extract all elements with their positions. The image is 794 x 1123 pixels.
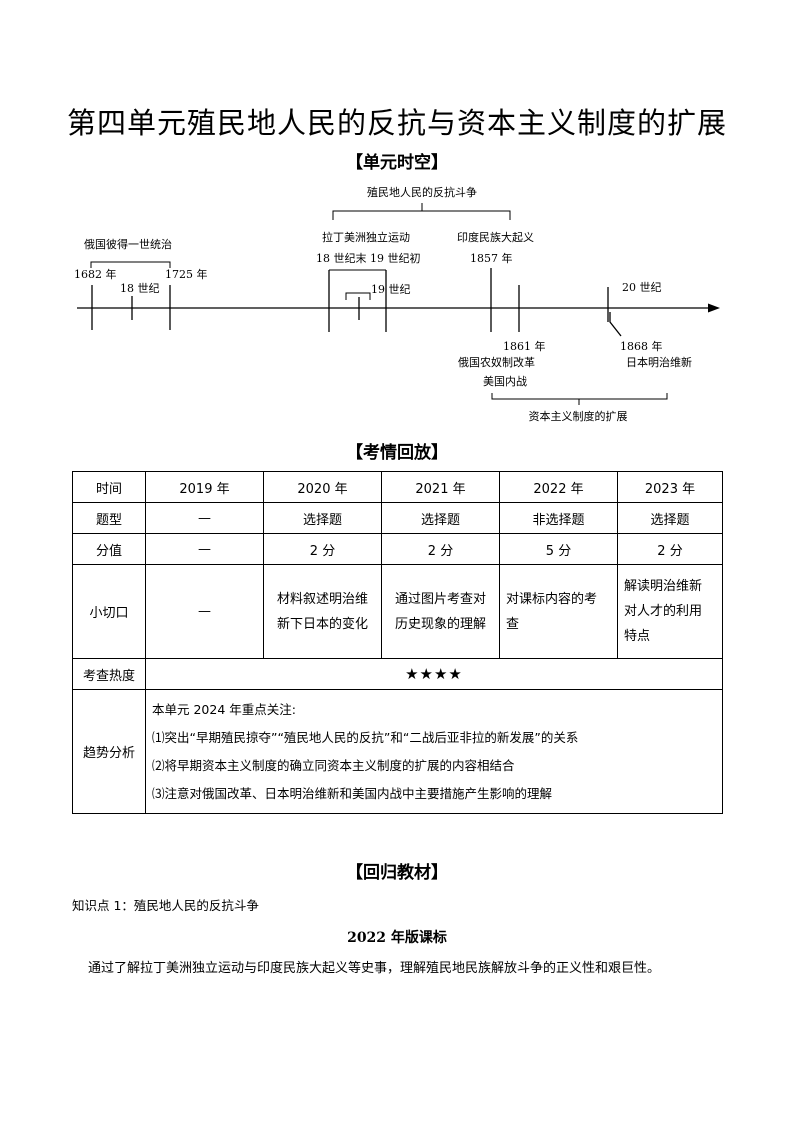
section-heading-timeline: 【单元时空】: [346, 153, 448, 173]
cell-line: 特点: [624, 629, 651, 644]
top-brace-label: 殖民地人民的反抗斗争: [367, 185, 477, 199]
meiji-label: 日本明治维新: [626, 355, 692, 369]
cell-line: 新下日本的变化: [276, 616, 368, 632]
us-civil-war-label: 美国内战: [483, 374, 527, 388]
table-cell: 2 分: [617, 533, 723, 565]
heat-stars: ★★★★: [145, 658, 723, 690]
row-label: 趋势分析: [72, 689, 146, 814]
table-cell: —: [145, 533, 264, 565]
century-19: 19 世纪: [371, 283, 411, 296]
table-row-score: 分值 — 2 分 2 分 5 分 2 分: [72, 533, 723, 565]
cell-line: 对人才的利用: [624, 604, 703, 619]
table-cell: 选择题: [381, 502, 500, 534]
cell-line: 材料叙述明治维: [276, 591, 368, 607]
year-1868: 1868 年: [620, 339, 663, 353]
latam-time: 18 世纪末 19 世纪初: [316, 251, 420, 265]
table-cell: 材料叙述明治维 新下日本的变化: [263, 564, 382, 659]
axis-arrow-icon: [708, 303, 720, 313]
table-cell: 5 分: [499, 533, 618, 565]
table-row-type: 题型 — 选择题 选择题 非选择题 选择题: [72, 502, 723, 534]
trend-line: ⑴突出“早期殖民掠夺”“殖民地人民的反抗”和“二战后亚非拉的新发展”的关系: [152, 729, 579, 745]
header-cell: 2020 年: [263, 471, 382, 503]
row-label: 考查热度: [72, 658, 146, 690]
section-heading-exam: 【考情回放】: [346, 443, 448, 463]
table-cell: 非选择题: [499, 502, 618, 534]
century-18: 18 世纪: [120, 282, 160, 295]
table-row-trend: 趋势分析 本单元 2024 年重点关注: ⑴突出“早期殖民掠夺”“殖民地人民的反…: [72, 689, 723, 814]
peter-rule-bracket: [90, 261, 171, 268]
trend-analysis-cell: 本单元 2024 年重点关注: ⑴突出“早期殖民掠夺”“殖民地人民的反抗”和“二…: [145, 689, 723, 814]
trend-line: 本单元 2024 年重点关注:: [152, 701, 296, 717]
header-cell: 2021 年: [381, 471, 500, 503]
century-20: 20 世纪: [622, 281, 662, 294]
curriculum-standard-title: 2022 年版课标: [347, 930, 447, 946]
exam-review-table: 时间 2019 年 2020 年 2021 年 2022 年 2023 年 题型…: [72, 471, 723, 814]
top-brace: [332, 210, 511, 220]
russia-reform-label: 俄国农奴制改革: [458, 355, 535, 369]
bottom-brace: [491, 393, 668, 400]
header-cell: 2023 年: [617, 471, 723, 503]
table-row-angle: 小切口 — 材料叙述明治维 新下日本的变化 通过图片考查对 历史现象的理解 对课…: [72, 564, 723, 659]
table-cell: 选择题: [263, 502, 382, 534]
table-cell: 2 分: [263, 533, 382, 565]
table-cell: —: [145, 564, 264, 659]
table-cell: 解读明治维新 对人才的利用 特点: [617, 564, 723, 659]
trend-line: ⑵将早期资本主义制度的确立同资本主义制度的扩展的内容相结合: [152, 757, 515, 773]
header-cell: 时间: [72, 471, 146, 503]
unit-timeline: 殖民地人民的反抗斗争 俄国彼得一世统治 1682 年 1725 年 18 世纪 …: [74, 185, 720, 423]
section-heading-textbook: 【回归教材】: [346, 863, 448, 883]
tick-1868: [609, 312, 622, 337]
row-label: 题型: [72, 502, 146, 534]
india-label: 印度民族大起义: [457, 230, 534, 244]
year-1682: 1682 年: [74, 267, 117, 281]
knowledge-point-heading: 知识点 1：殖民地人民的反抗斗争: [72, 898, 259, 913]
cell-line: 对课标内容的考: [506, 591, 598, 607]
year-1861: 1861 年: [503, 339, 546, 353]
year-1857: 1857 年: [470, 251, 513, 265]
page-title: 第四单元殖民地人民的反抗与资本主义制度的扩展: [66, 106, 727, 140]
cell-line: 通过图片考查对: [394, 591, 486, 607]
table-cell: 选择题: [617, 502, 723, 534]
row-label: 分值: [72, 533, 146, 565]
cell-line: 解读明治维新: [624, 579, 703, 594]
table-cell: 通过图片考查对 历史现象的理解: [381, 564, 500, 659]
trend-line: ⑶注意对俄国改革、日本明治维新和美国内战中主要措施产生影响的理解: [152, 785, 553, 801]
bottom-brace-label: 资本主义制度的扩展: [529, 409, 628, 423]
year-1725: 1725 年: [165, 267, 208, 281]
table-cell: 2 分: [381, 533, 500, 565]
table-header-row: 时间 2019 年 2020 年 2021 年 2022 年 2023 年: [72, 471, 723, 503]
table-row-heat: 考查热度 ★★★★: [72, 658, 723, 690]
curriculum-standard-text: 通过了解拉丁美洲独立运动与印度民族大起义等史事，理解殖民地民族解放斗争的正义性和…: [88, 961, 661, 976]
cell-line: 历史现象的理解: [394, 616, 486, 632]
table-cell: —: [145, 502, 264, 534]
table-cell: 对课标内容的考 查: [499, 564, 618, 659]
peter-rule-label: 俄国彼得一世统治: [84, 237, 172, 251]
header-cell: 2019 年: [145, 471, 264, 503]
header-cell: 2022 年: [499, 471, 618, 503]
cell-line: 查: [506, 616, 520, 632]
row-label: 小切口: [72, 564, 146, 659]
latam-label: 拉丁美洲独立运动: [322, 230, 410, 244]
